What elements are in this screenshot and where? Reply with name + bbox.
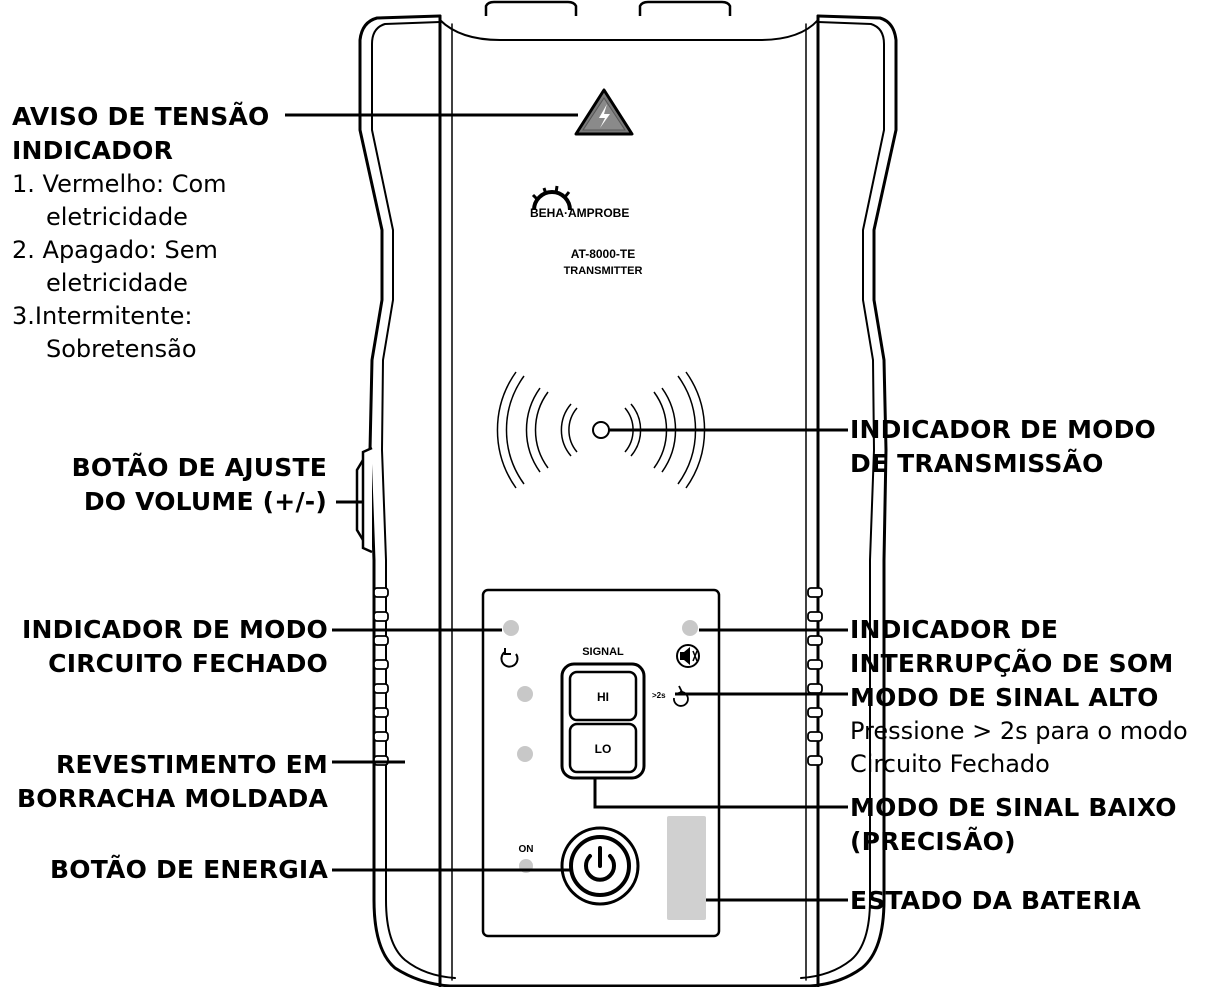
- brand-logo-icon: BEHA·AMPROBE: [530, 185, 629, 220]
- type-text: TRANSMITTER: [564, 265, 643, 277]
- voltage-warning-subtitle: INDICADOR: [12, 136, 174, 165]
- side-grip-ribs: [373, 587, 823, 766]
- voltage-warning-title: AVISO DE TENSÃO: [12, 102, 270, 131]
- rubber-subtitle: BORRACHA MOLDADA: [17, 784, 328, 813]
- control-panel: [481, 588, 721, 938]
- model-text: AT-8000-TE: [571, 247, 635, 261]
- closed-circuit-callout: INDICADOR DE MODO CIRCUITO FECHADO: [22, 613, 328, 681]
- closed-circuit-small-icon: [673, 685, 689, 707]
- high-signal-desc-1: Pressione > 2s para o modo: [850, 717, 1188, 745]
- voltage-warning-icon: [574, 88, 634, 136]
- closed-circuit-subtitle: CIRCUITO FECHADO: [48, 649, 328, 678]
- low-signal-led: [517, 746, 533, 762]
- transmit-subtitle: DE TRANSMISSÃO: [850, 449, 1104, 478]
- rubber-casing-callout: REVESTIMENTO EM BORRACHA MOLDADA: [17, 748, 328, 816]
- mute-subtitle: INTERRUPÇÃO DE SOM: [850, 649, 1174, 678]
- top-tabs: [484, 0, 732, 16]
- voltage-item-2: 2. Apagado: Sem: [12, 236, 218, 264]
- voltage-item-1: 1. Vermelho: Com: [12, 170, 227, 198]
- hi-button[interactable]: [568, 670, 638, 722]
- high-signal-title: MODO DE SINAL ALTO: [850, 683, 1159, 712]
- voltage-item-1b: eletricidade: [46, 203, 188, 231]
- mute-indicator-callout: INDICADOR DE INTERRUPÇÃO DE SOM MODO DE …: [850, 613, 1188, 781]
- rubber-casing: [358, 14, 898, 987]
- mute-led: [682, 620, 698, 636]
- voltage-warning-callout: AVISO DE TENSÃO INDICADOR 1. Vermelho: C…: [12, 100, 269, 366]
- low-signal-title: MODO DE SINAL BAIXO: [850, 793, 1177, 822]
- transmit-mode-icon: [496, 371, 706, 489]
- lo-button[interactable]: [568, 722, 638, 774]
- transmit-indicator-callout: INDICADOR DE MODO DE TRANSMISSÃO: [850, 413, 1156, 481]
- mute-icon: [676, 644, 700, 668]
- mute-title: INDICADOR DE: [850, 615, 1059, 644]
- high-signal-desc-2: Circuito Fechado: [850, 750, 1050, 778]
- brand-text: BEHA·AMPROBE: [530, 206, 629, 220]
- battery-title: ESTADO DA BATERIA: [850, 886, 1141, 915]
- battery-indicator: [667, 816, 706, 920]
- hi-button-label: HI: [597, 690, 609, 704]
- voltage-item-3: 3.Intermitente:: [12, 302, 193, 330]
- power-icon: [584, 846, 616, 882]
- volume-subtitle: DO VOLUME (+/-): [83, 487, 327, 516]
- voltage-item-3b: Sobretensão: [46, 335, 197, 363]
- closed-circuit-icon: [500, 648, 519, 668]
- power-button[interactable]: [560, 826, 640, 906]
- low-signal-callout: MODO DE SINAL BAIXO (PRECISÃO): [850, 791, 1177, 859]
- closed-circuit-led: [503, 620, 519, 636]
- transmit-title: INDICADOR DE MODO: [850, 415, 1157, 444]
- volume-button-callout: BOTÃO DE AJUSTE DO VOLUME (+/-): [72, 451, 327, 519]
- closed-circuit-title: INDICADOR DE MODO: [21, 615, 328, 644]
- rubber-title: REVESTIMENTO EM: [56, 750, 328, 779]
- volume-title: BOTÃO DE AJUSTE: [71, 453, 327, 482]
- hold-hint: >2s: [652, 691, 666, 700]
- high-signal-led: [517, 686, 533, 702]
- signal-label: SIGNAL: [582, 646, 624, 658]
- power-title: BOTÃO DE ENERGIA: [50, 855, 328, 884]
- volume-rocker[interactable]: [355, 446, 373, 554]
- lo-button-label: LO: [595, 742, 612, 756]
- battery-callout: ESTADO DA BATERIA: [850, 884, 1141, 918]
- voltage-item-2b: eletricidade: [46, 269, 188, 297]
- on-label: ON: [519, 844, 534, 855]
- power-button-callout: BOTÃO DE ENERGIA: [50, 853, 328, 887]
- leader-lines: [285, 113, 848, 902]
- low-signal-subtitle: (PRECISÃO): [850, 827, 1016, 856]
